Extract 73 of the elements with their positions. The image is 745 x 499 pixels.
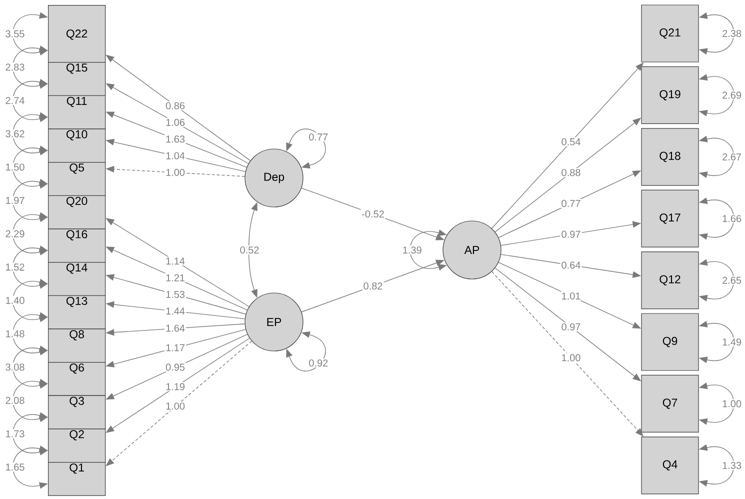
edge-label: 1.73 [4, 429, 26, 438]
edge-label: 2.67 [721, 152, 743, 162]
edge-label: 3.62 [4, 129, 26, 138]
edge-label: 0.92 [308, 358, 330, 368]
edge-label: 3.08 [4, 362, 26, 372]
edge-label: 2.65 [721, 276, 743, 285]
variable-box: Q21 [641, 4, 699, 62]
variable-box: Q19 [641, 66, 699, 124]
variable-box: Q15 [48, 62, 106, 96]
edge-label: 2.83 [4, 62, 26, 72]
edge-label: 1.06 [164, 118, 186, 127]
edge-label: 1.44 [164, 306, 186, 316]
variable-box: Q20 [48, 195, 106, 230]
variable-box: Q14 [48, 262, 106, 296]
edge-label: 1.39 [401, 245, 423, 255]
edge-label: 0.88 [560, 168, 582, 178]
edge-label: 1.40 [4, 296, 26, 305]
edge-label: 0.77 [308, 132, 330, 142]
edge-label: 0.86 [164, 101, 186, 110]
loop-arrow [286, 128, 326, 169]
edge-label: 1.19 [164, 382, 186, 392]
edge-label: 1.49 [721, 337, 743, 347]
edge-label: 2.29 [4, 229, 26, 238]
variable-box: Q6 [48, 362, 106, 396]
edge-label: 1.66 [721, 214, 743, 224]
edge-label: 1.01 [560, 291, 582, 301]
edge-label: 1.17 [164, 343, 186, 352]
variable-box: Q1 [48, 462, 106, 496]
variable-box: Q11 [48, 95, 106, 130]
variable-box: Q2 [48, 428, 106, 463]
edge-label: -0.52 [360, 209, 386, 219]
edge-label: 2.69 [721, 90, 743, 100]
edge-label: 1.04 [164, 151, 186, 160]
edge-label: 1.33 [721, 460, 743, 470]
edge-label: 0.52 [238, 245, 260, 255]
edge-label: 1.48 [4, 329, 26, 338]
edge-label: 0.54 [560, 137, 582, 146]
edge-label: 1.65 [4, 462, 26, 472]
variable-box: Q17 [641, 190, 699, 248]
edge-label: 1.00 [164, 168, 186, 177]
edge-label: 1.52 [4, 262, 26, 272]
edge-label: 1.14 [164, 256, 186, 266]
variable-box: Q7 [641, 374, 699, 432]
edge-label: 0.97 [560, 230, 582, 239]
variable-box: Q18 [641, 128, 699, 186]
variable-box: Q12 [641, 252, 699, 310]
edge-label: 1.00 [721, 399, 743, 408]
edge-label: 1.64 [164, 324, 186, 333]
variable-box: Q4 [641, 436, 699, 494]
edge-label: 1.00 [164, 402, 186, 411]
variable-box: Q22 [48, 5, 106, 63]
edge-label: 2.74 [4, 96, 26, 105]
edge-label: 1.63 [164, 134, 186, 144]
variable-box: Q8 [48, 328, 106, 363]
edge-label: 0.77 [560, 198, 582, 208]
variable-box: Q5 [48, 162, 106, 196]
variable-box: Q10 [48, 128, 106, 163]
edge-label: 0.64 [560, 260, 582, 270]
edge-label: 1.53 [164, 290, 186, 299]
edge-label: 3.55 [4, 29, 26, 38]
edge-label: 1.97 [4, 196, 26, 205]
edge-label: 0.82 [362, 281, 384, 291]
edge-label: 2.08 [4, 396, 26, 405]
edge-label: 0.97 [560, 322, 582, 332]
variable-box: Q3 [48, 395, 106, 430]
edge-label: 1.21 [164, 273, 186, 282]
edge-label: 1.00 [560, 353, 582, 362]
edge-label: 0.95 [164, 362, 186, 372]
variable-box: Q13 [48, 295, 106, 330]
variable-box: Q16 [48, 228, 106, 263]
edge-label: 1.50 [4, 162, 26, 172]
edge-label: 2.38 [721, 28, 743, 38]
variable-box: Q9 [641, 313, 699, 371]
